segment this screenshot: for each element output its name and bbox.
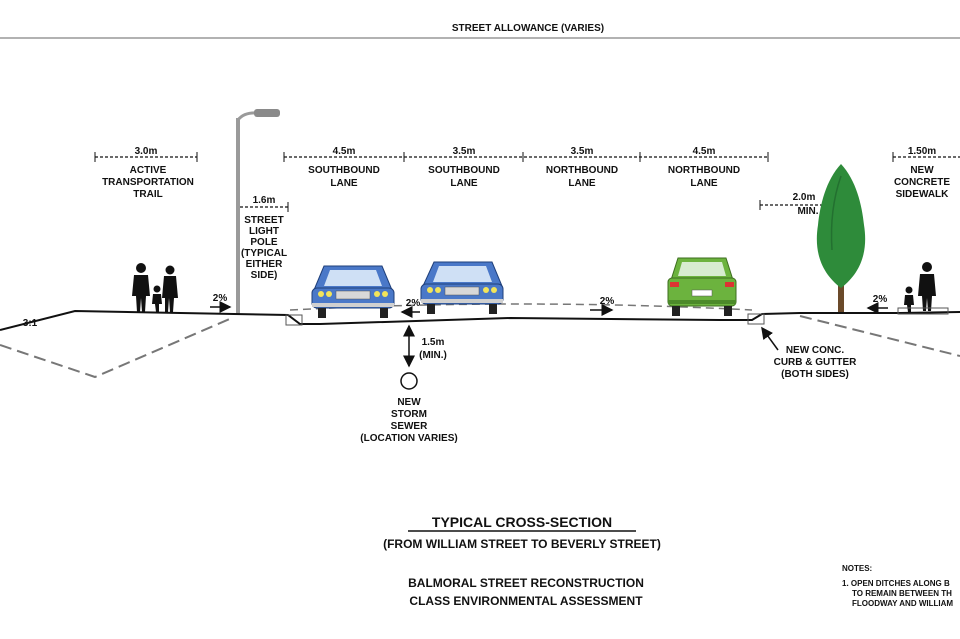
pole-label-4: (TYPICAL [241, 248, 287, 259]
svg-text:NEW CONC.: NEW CONC. [786, 345, 845, 356]
ditch-slope: 3:1 [23, 318, 38, 329]
lane-2-label-2: LANE [450, 178, 478, 189]
lane-4-width: 4.5m [693, 146, 716, 157]
trail-label-1: ACTIVE [130, 165, 167, 176]
pole-label-5: EITHER [246, 259, 283, 270]
svg-text:(BOTH SIDES): (BOTH SIDES) [781, 369, 849, 380]
sewer-label-1: NEW [397, 397, 421, 408]
trail-label-2: TRANSPORTATION [102, 177, 194, 188]
notes-line-3: FLOODWAY AND WILLIAM [852, 599, 953, 608]
lane-3-width: 3.5m [571, 146, 594, 157]
sewer-label-2: STORM [391, 409, 427, 420]
svg-text:2%: 2% [600, 296, 615, 307]
pole-label-2: LIGHT [249, 226, 279, 237]
pole-label-1: STREET [244, 215, 283, 226]
trail-dimension: 3.0m [94, 146, 198, 162]
tree [816, 164, 866, 312]
road-slope-right: 2% [590, 296, 615, 316]
street-light-pole [236, 109, 280, 314]
pole-width: 1.6m [253, 195, 276, 206]
pedestrians-left [132, 263, 178, 312]
lane-2-label-1: SOUTHBOUND [428, 165, 500, 176]
trail-slope: 2% [210, 293, 232, 313]
lane-1-width: 4.5m [333, 146, 356, 157]
boulevard-width: 2.0m [793, 192, 816, 203]
notes-line-2: TO REMAIN BETWEEN TH [852, 589, 952, 598]
sidewalk-label-1: NEW [910, 165, 934, 176]
title-main: TYPICAL CROSS-SECTION [432, 514, 612, 530]
sewer-min: (MIN.) [419, 350, 447, 361]
sidewalk-dimension: 1.50m [892, 146, 960, 162]
sewer-depth: 1.5m [422, 337, 445, 348]
trail-label-3: TRAIL [133, 189, 162, 200]
street-allowance-label: STREET ALLOWANCE (VARIES) [452, 23, 604, 34]
notes-heading: NOTES: [842, 564, 872, 573]
sidewalk-width: 1.50m [908, 146, 936, 157]
ground-profile [0, 303, 960, 379]
svg-text:2%: 2% [213, 293, 228, 304]
title-sub: (FROM WILLIAM STREET TO BEVERLY STREET) [383, 537, 661, 551]
sidewalk-label-2: CONCRETE [894, 177, 950, 188]
sewer-label-3: SEWER [391, 421, 428, 432]
lanes-dimension [283, 152, 769, 162]
sewer-label-4: (LOCATION VARIES) [360, 433, 457, 444]
svg-text:2%: 2% [406, 298, 421, 309]
sidewalk-slope: 2% [866, 294, 888, 314]
blue-car-southbound-2 [420, 261, 504, 314]
pedestrians-right [904, 262, 936, 312]
trail-width: 3.0m [135, 146, 158, 157]
road-slope-left: 2% [400, 298, 421, 318]
lane-4-label-1: NORTHBOUND [668, 165, 740, 176]
boulevard-min: MIN. [797, 206, 818, 217]
curb-callout: NEW CONC. CURB & GUTTER (BOTH SIDES) [761, 326, 858, 380]
lane-3-label-2: LANE [568, 178, 596, 189]
lane-1-label-2: LANE [330, 178, 358, 189]
sidewalk-label-3: SIDEWALK [896, 189, 950, 200]
boulevard-dimension: 2.0m MIN. [759, 192, 822, 217]
blue-car-southbound-1 [311, 265, 395, 318]
pole-label-3: POLE [250, 237, 278, 248]
svg-text:2%: 2% [873, 294, 888, 305]
storm-sewer: 1.5m (MIN.) [400, 324, 447, 390]
sewer-pipe-icon [400, 372, 418, 390]
svg-text:CURB & GUTTER: CURB & GUTTER [774, 357, 858, 368]
project-line-1: BALMORAL STREET RECONSTRUCTION [408, 576, 644, 590]
lane-1-label-1: SOUTHBOUND [308, 165, 380, 176]
notes-line-1: 1. OPEN DITCHES ALONG B [842, 579, 950, 588]
lane-3-label-1: NORTHBOUND [546, 165, 618, 176]
pole-label-6: SIDE) [251, 270, 278, 281]
lane-4-label-2: LANE [690, 178, 718, 189]
green-car-northbound [667, 257, 737, 316]
project-line-2: CLASS ENVIRONMENTAL ASSESSMENT [409, 594, 643, 608]
lane-2-width: 3.5m [453, 146, 476, 157]
pole-dimension: 1.6m [240, 195, 289, 212]
